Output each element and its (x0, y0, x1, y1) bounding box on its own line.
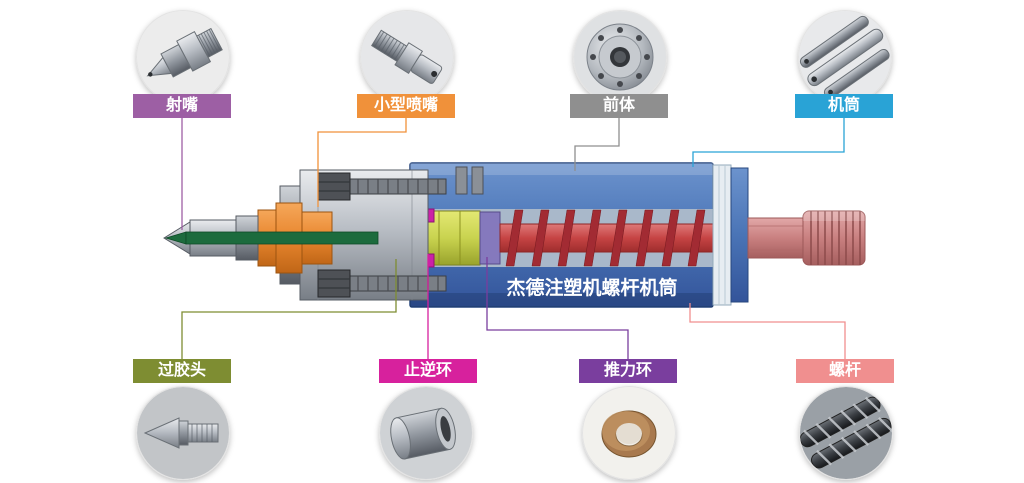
part-label-front-body: 前体 (570, 94, 668, 118)
thrust-ring-photo (582, 386, 676, 480)
check-ring-photo (379, 386, 473, 480)
spline-coupling (802, 210, 866, 266)
part-label-thrust-ring: 推力环 (579, 359, 677, 383)
barrel-photo (798, 10, 892, 104)
part-label-screw: 螺杆 (796, 359, 894, 383)
screw-shaft (747, 210, 866, 266)
barrel-pin (455, 166, 468, 195)
part-label-screw-head: 过胶头 (133, 359, 231, 383)
front-body-photo (573, 10, 667, 104)
barrel-title: 杰德注塑机螺杆机筒 (506, 276, 677, 299)
nozzle-photo (136, 10, 230, 104)
melt-channel (164, 231, 379, 245)
assembly-diagram: 杰德注塑机螺杆机筒 (163, 162, 866, 308)
part-label-nozzle: 射嘴 (133, 94, 231, 118)
part-label-barrel: 机筒 (795, 94, 893, 118)
barrel-end-cap (730, 167, 749, 303)
barrel-pin (471, 166, 484, 195)
screw-photo (799, 386, 893, 480)
small-nozzle-photo (360, 10, 454, 104)
end-ring (712, 164, 732, 306)
thrust-ring (479, 211, 501, 265)
part-label-check-ring: 止逆环 (379, 359, 477, 383)
part-label-small-nozzle: 小型喷嘴 (357, 94, 455, 118)
screw-head-photo (136, 386, 230, 480)
